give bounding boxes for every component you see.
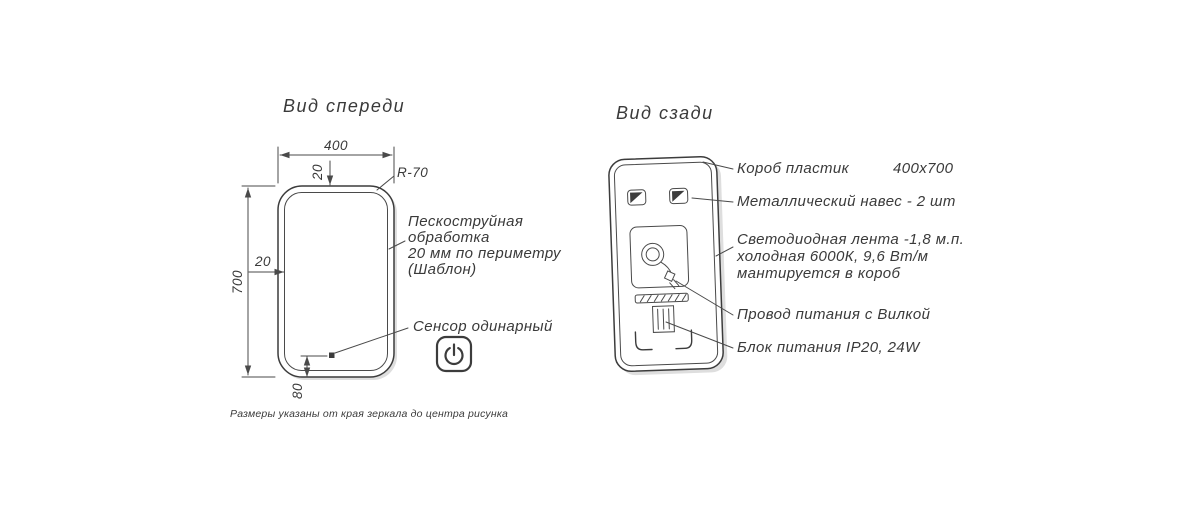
dimension-width-value: 400 <box>324 138 348 153</box>
leader-line <box>665 321 734 349</box>
sandblast-note-line1: Пескоструйная <box>408 213 523 230</box>
hangers-label: Металлический навес - 2 шт <box>737 193 956 210</box>
mirror-outline <box>277 185 395 378</box>
callout-led-strip: Светодиодная лента -1,8 м.п. холодная 60… <box>715 231 964 282</box>
sandblast-border-line <box>284 192 388 371</box>
callout-cord: Провод питания с Вилкой <box>675 280 931 323</box>
leader-line <box>715 246 734 257</box>
sandblast-note-line2: обработка <box>408 229 490 246</box>
dimension-corner-radius: R-70 <box>376 165 428 191</box>
back-view-title: Вид сзади <box>616 103 714 123</box>
led-label-line1: Светодиодная лента -1,8 м.п. <box>737 231 964 248</box>
dimension-border-left-value: 20 <box>254 254 271 269</box>
box-size-label: 400х700 <box>893 160 954 177</box>
channel-hook-right <box>675 329 693 350</box>
callout-power-supply: Блок питания IP20, 24W <box>665 321 921 356</box>
junction-box-outline <box>629 224 690 289</box>
psu-outline <box>651 305 675 333</box>
dimension-height-value: 700 <box>230 270 245 294</box>
led-label-line3: мантируется в короб <box>737 265 901 282</box>
metal-hanger-left <box>627 189 647 206</box>
leader-line <box>388 240 406 250</box>
cord-coil-outer <box>641 242 665 266</box>
cord-label: Провод питания с Вилкой <box>737 306 931 323</box>
front-view-title: Вид спереди <box>283 96 405 116</box>
front-view: Вид спереди 400 20 R-70 700 <box>230 96 562 420</box>
leader-line <box>376 175 395 191</box>
dimension-border-left: 20 <box>248 254 285 276</box>
dimension-sensor-offset: 80 <box>290 355 328 399</box>
power-button-frame <box>435 335 473 373</box>
vent-slot-outline <box>634 292 689 304</box>
back-panel-inner-line <box>613 161 719 367</box>
back-view: Вид сзади <box>608 103 964 376</box>
dimension-height: 700 <box>230 185 276 378</box>
led-label-line2: холодная 6000К, 9,6 Вт/м <box>736 248 928 265</box>
psu-fins <box>657 308 670 330</box>
dimension-sensor-offset-value: 80 <box>290 383 305 399</box>
vent-slot-hatch <box>639 293 687 303</box>
box-label: Короб пластик <box>737 160 850 177</box>
leader-line <box>702 161 734 170</box>
metal-hanger-right <box>669 187 689 205</box>
plug-prongs <box>669 279 680 290</box>
leader-line <box>334 327 409 354</box>
back-panel <box>608 155 728 376</box>
dimensions-footnote: Размеры указаны от края зеркала до центр… <box>230 408 508 420</box>
cord-coil-inner <box>645 247 660 262</box>
back-panel-outline <box>608 155 724 372</box>
dimension-width: 400 <box>277 138 395 184</box>
vent-slot <box>634 292 689 304</box>
dimension-border-top: 20 <box>310 160 334 186</box>
power-supply-unit <box>651 305 675 333</box>
junction-box <box>629 224 690 290</box>
plug-body <box>663 270 676 282</box>
leader-line <box>675 280 734 316</box>
channel-hook-left <box>634 331 653 351</box>
callout-hangers: Металлический навес - 2 шт <box>691 193 956 210</box>
sandblast-callout: Пескоструйная обработка 20 мм по перимет… <box>388 213 562 278</box>
sensor-point <box>329 352 335 358</box>
sensor-label: Сенсор одинарный <box>413 318 553 335</box>
sandblast-note-line3: 20 мм по периметру <box>407 245 562 262</box>
callout-box: Короб пластик 400х700 <box>702 160 954 177</box>
sandblast-note-line4: (Шаблон) <box>408 261 477 278</box>
dimension-border-top-value: 20 <box>310 164 325 181</box>
power-symbol-arc <box>444 347 464 366</box>
hanger-slot <box>671 190 685 202</box>
corner-radius-value: R-70 <box>397 165 428 180</box>
sensor-callout: Сенсор одинарный <box>329 318 553 358</box>
leader-line <box>691 197 734 203</box>
power-supply-label: Блок питания IP20, 24W <box>737 339 921 356</box>
hanger-slot <box>630 192 643 204</box>
power-button-icon <box>435 335 473 373</box>
